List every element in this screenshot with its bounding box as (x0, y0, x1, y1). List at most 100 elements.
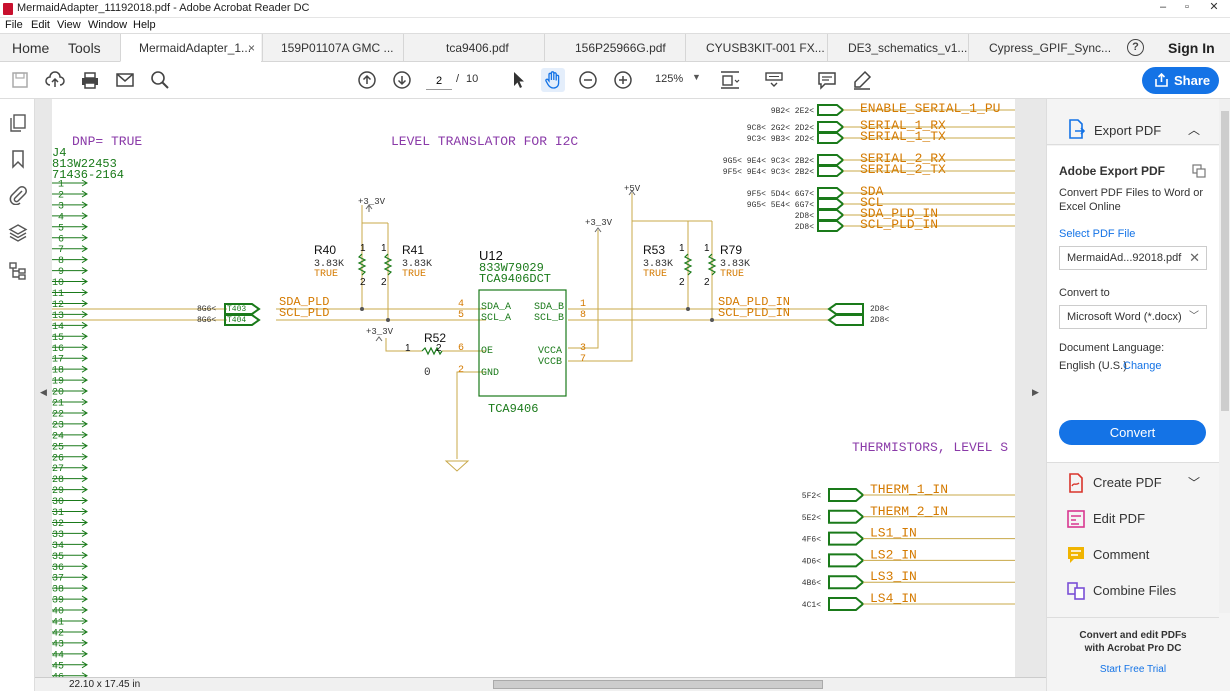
pin-number: 37 (52, 574, 64, 585)
net-label: LS3_IN (870, 569, 917, 584)
search-icon[interactable] (148, 68, 172, 92)
connector-pn2: 71436-2164 (52, 168, 124, 182)
panel-scroll-thumb[interactable] (1221, 111, 1229, 411)
clear-file-icon[interactable]: ✕ (1189, 250, 1200, 265)
menu-file[interactable]: File (5, 19, 23, 31)
document-viewer[interactable]: ◀ (35, 99, 1046, 691)
u12-pin-sda-b: SDA_B (534, 302, 564, 313)
chevron-up-icon[interactable]: ︿ (1188, 123, 1201, 137)
start-trial-link[interactable]: Start Free Trial (1099, 664, 1167, 675)
tools-tab[interactable]: Tools (68, 40, 101, 56)
menu-edit[interactable]: Edit (31, 19, 50, 31)
scroll-mode-icon[interactable] (762, 68, 786, 92)
comment-icon[interactable] (815, 68, 839, 92)
hand-tool-icon[interactable] (541, 68, 565, 92)
chevron-down-icon[interactable]: ﹀ (1188, 476, 1201, 490)
tool-edit-pdf[interactable]: Edit PDF (1047, 502, 1219, 536)
pages-thumbnails-icon[interactable] (8, 113, 28, 133)
doc-tab-cyusb[interactable]: CYUSB3KIT-001 FX... (685, 34, 827, 62)
offpage-ref: 8G6< (197, 305, 216, 314)
minimize-button[interactable]: – (1159, 1, 1167, 13)
offpage-ref: 9C8< 2G2< 2D2< (747, 124, 814, 133)
export-pdf-header[interactable]: Export PDF ︿ (1047, 99, 1219, 145)
upgrade-promo: Convert and edit PDFs with Acrobat Pro D… (1047, 617, 1219, 691)
chevron-down-icon[interactable]: ▼ (692, 72, 701, 82)
content-tree-icon[interactable] (8, 261, 28, 281)
doc-tab-cypress[interactable]: Cypress_GPIF_Sync... (968, 34, 1110, 62)
zoom-level[interactable]: 125% (655, 73, 684, 85)
pin-arrow (52, 321, 88, 329)
promo-line-2: with Acrobat Pro DC (1084, 643, 1182, 654)
horizontal-scroll-thumb[interactable] (493, 680, 823, 689)
attachment-icon[interactable] (8, 185, 28, 206)
next-page-icon[interactable] (390, 68, 414, 92)
tp-ref: T404 (227, 316, 246, 325)
home-tab[interactable]: Home (12, 40, 50, 56)
tool-combine-files[interactable]: Combine Files (1047, 574, 1219, 608)
r79-option: TRUE (720, 269, 744, 280)
doc-tab-159p[interactable]: 159P01107A GMC ... (262, 34, 403, 62)
tool-create-pdf[interactable]: Create PDF ﹀ (1047, 466, 1219, 500)
share-button[interactable]: Share (1142, 67, 1219, 94)
schematic-wires (52, 193, 829, 459)
pin-number: 13 (52, 311, 64, 322)
doc-tab-mermaid[interactable]: MermaidAdapter_1... × (120, 34, 261, 62)
bookmark-icon[interactable] (8, 149, 28, 169)
convert-button[interactable]: Convert (1059, 420, 1206, 445)
pin-numbers: 4 5 6 2 1 8 3 7 (458, 299, 586, 376)
pin-arrow (52, 508, 88, 515)
collapse-right-pane-icon[interactable]: ▶ (1032, 387, 1039, 397)
fit-page-icon[interactable] (718, 68, 742, 92)
pin-num: 6 (458, 343, 464, 354)
sign-in-button[interactable]: Sign In (1168, 40, 1215, 56)
menu-window[interactable]: Window (88, 19, 128, 31)
power-3v3-label: +3_3V (358, 197, 386, 207)
highlight-pen-icon[interactable] (850, 68, 874, 92)
maximize-button[interactable]: ▫ (1185, 1, 1189, 13)
tool-comment[interactable]: Comment (1047, 538, 1219, 572)
pin-num: 1 (381, 243, 387, 254)
r52-ref: R52 (424, 331, 446, 345)
select-cursor-icon[interactable] (506, 68, 530, 92)
prev-page-icon[interactable] (355, 68, 379, 92)
convert-format-select[interactable]: Microsoft Word (*.docx) ﹀ (1059, 305, 1207, 329)
upload-cloud-icon[interactable] (43, 68, 67, 92)
help-icon[interactable]: ? (1127, 39, 1144, 56)
email-icon[interactable] (113, 68, 137, 92)
close-tab-icon[interactable]: × (247, 41, 255, 55)
zoom-out-icon[interactable] (576, 68, 600, 92)
select-pdf-file-label[interactable]: Select PDF File (1059, 228, 1136, 240)
u12-pin-sda-a: SDA_A (481, 302, 511, 313)
pin-arrow (52, 464, 88, 472)
pin-arrow (52, 606, 88, 614)
panel-scrollbar[interactable] (1219, 99, 1230, 613)
switch-account-icon[interactable] (1192, 164, 1206, 178)
create-pdf-icon (1069, 473, 1083, 493)
save-icon[interactable] (8, 68, 32, 92)
menu-help[interactable]: Help (133, 19, 156, 31)
collapse-left-pane-icon[interactable]: ◀ (40, 387, 47, 397)
close-window-button[interactable]: ✕ (1209, 1, 1219, 13)
zoom-in-icon[interactable] (611, 68, 635, 92)
print-icon[interactable] (78, 68, 102, 92)
convert-format-value: Microsoft Word (*.docx) (1067, 311, 1182, 323)
r79-value: 3.83K (720, 259, 750, 270)
page-number-input[interactable] (426, 72, 452, 90)
menu-view[interactable]: View (57, 19, 81, 31)
layers-icon[interactable] (8, 223, 28, 243)
promo-line-1: Convert and edit PDFs (1079, 630, 1187, 641)
pin-arrow (52, 332, 88, 340)
doc-tab-tca9406[interactable]: tca9406.pdf (403, 34, 544, 62)
offpage-connector (817, 198, 845, 210)
pin-number: 33 (52, 530, 64, 541)
change-language-link[interactable]: Change (1123, 360, 1162, 372)
r40-ref: R40 (314, 243, 336, 257)
r40-value: 3.83K (314, 259, 344, 270)
selected-file-field[interactable]: MermaidAd...92018.pdf ✕ (1059, 246, 1207, 270)
pin-number: 35 (52, 552, 64, 563)
doc-tab-de3[interactable]: DE3_schematics_v1... (827, 34, 968, 62)
u12-ref: U12 (479, 248, 503, 263)
doc-tab-156p[interactable]: 156P25966G.pdf (544, 34, 685, 62)
edit-pdf-label: Edit PDF (1093, 511, 1146, 526)
